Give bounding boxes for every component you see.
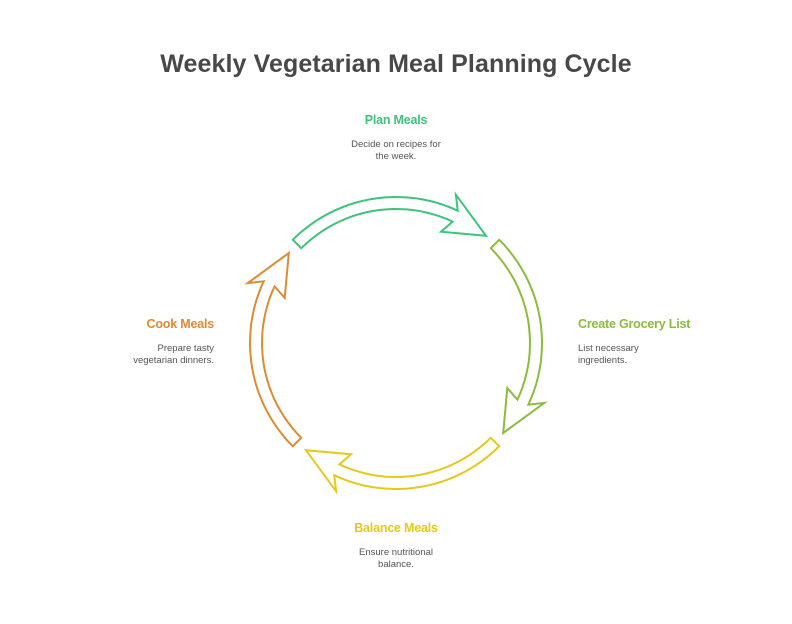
step-label: Create Grocery List (578, 317, 691, 331)
step-plan-meals: Plan Meals Decide on recipes for the wee… (316, 113, 476, 163)
description-line: List necessary (578, 343, 639, 354)
arrow-balance-to-cook (303, 436, 501, 495)
step-description: List necessary ingredients. (578, 343, 738, 367)
arrow-plan-to-grocery (291, 191, 489, 250)
description-line: the week. (375, 151, 417, 162)
step-cook-meals: Cook Meals Prepare tasty vegetarian dinn… (54, 317, 214, 367)
step-description: Ensure nutritional balance. (316, 547, 476, 571)
arrow-cook-to-plan (244, 250, 303, 448)
description-line: Decide on recipes for (351, 139, 441, 150)
description-line: vegetarian dinners. (133, 355, 214, 366)
step-description: Decide on recipes for the week. (316, 139, 476, 163)
step-label: Cook Meals (146, 317, 215, 331)
step-label: Plan Meals (364, 113, 428, 127)
description-line: balance. (378, 559, 414, 570)
step-description: Prepare tasty vegetarian dinners. (54, 343, 214, 367)
description-line: ingredients. (578, 355, 628, 366)
step-label: Balance Meals (354, 521, 438, 535)
arrow-grocery-to-balance (489, 238, 548, 436)
diagram-title: Weekly Vegetarian Meal Planning Cycle (160, 50, 632, 78)
description-line: Ensure nutritional (359, 547, 433, 558)
description-line: Prepare tasty (157, 343, 215, 354)
step-balance-meals: Balance Meals Ensure nutritional balance… (316, 521, 476, 571)
step-create-grocery-list: Create Grocery List List necessary ingre… (578, 317, 738, 367)
